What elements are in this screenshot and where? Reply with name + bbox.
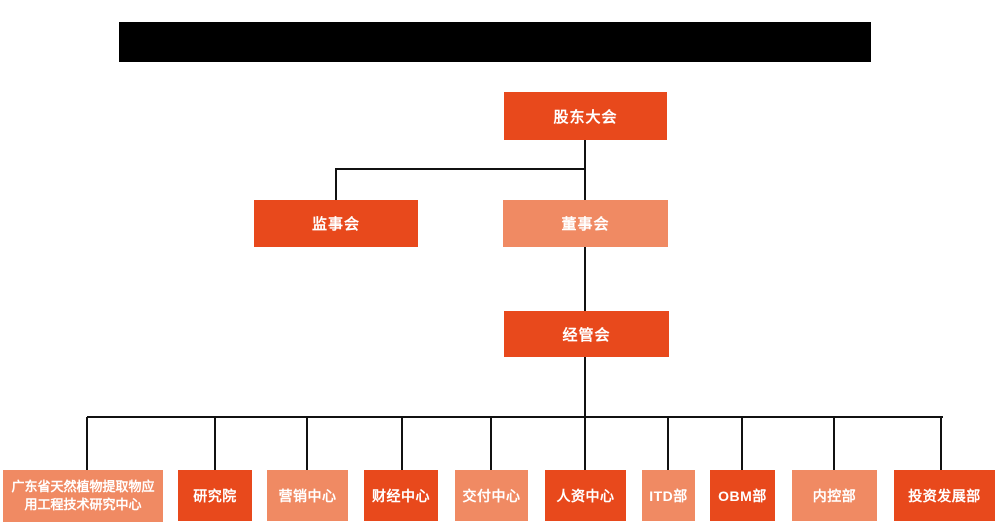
org-node-label: 财经中心 [372, 487, 430, 504]
connector-management-to-bus [584, 357, 586, 417]
org-node-label: 投资发展部 [908, 487, 981, 504]
connector-drop-dept-3 [306, 417, 308, 470]
org-node-obm-department: OBM部 [710, 470, 775, 521]
connector-drop-dept-2 [214, 417, 216, 470]
redacted-title-bar [119, 22, 871, 62]
org-node-finance-center: 财经中心 [364, 470, 438, 521]
connector-drop-supervisory [335, 168, 337, 200]
org-node-shareholders-meeting: 股东大会 [504, 92, 667, 140]
org-node-internal-control-department: 内控部 [792, 470, 877, 521]
org-node-label: OBM部 [718, 487, 767, 504]
org-node-label: 营销中心 [278, 487, 337, 504]
org-node-label: 监事会 [311, 216, 360, 233]
connector-departments-bus [87, 416, 943, 418]
connector-drop-dept-10 [940, 417, 942, 470]
connector-root-to-board [584, 140, 586, 200]
connector-drop-dept-6 [584, 417, 586, 470]
org-node-research-institute: 研究院 [178, 470, 252, 521]
connector-drop-dept-9 [833, 417, 835, 470]
org-node-label: 人资中心 [556, 487, 615, 504]
org-node-board-of-directors: 董事会 [503, 200, 668, 247]
org-node-label: 广东省天然植物提取物应用工程技术研究中心 [11, 479, 155, 512]
connector-drop-dept-8 [741, 417, 743, 470]
connector-drop-dept-1 [86, 417, 88, 470]
org-node-itd-department: ITD部 [642, 470, 695, 521]
connector-drop-dept-7 [667, 417, 669, 470]
connector-drop-dept-4 [401, 417, 403, 470]
org-node-label: 董事会 [561, 216, 610, 233]
org-node-hr-center: 人资中心 [545, 470, 626, 521]
org-node-label: 内控部 [812, 487, 857, 504]
org-node-investment-development-department: 投资发展部 [894, 470, 995, 521]
org-node-supervisory-board: 监事会 [254, 200, 418, 247]
org-node-guangdong-research-center: 广东省天然植物提取物应用工程技术研究中心 [3, 470, 163, 522]
org-node-marketing-center: 营销中心 [267, 470, 348, 521]
org-node-label: ITD部 [649, 487, 688, 504]
org-node-management-committee: 经管会 [504, 311, 669, 357]
org-node-delivery-center: 交付中心 [455, 470, 528, 521]
connector-split-horizontal [336, 168, 586, 170]
org-node-label: 经管会 [562, 326, 611, 344]
connector-drop-dept-5 [490, 417, 492, 470]
org-node-label: 研究院 [193, 487, 237, 504]
connector-board-to-management [584, 247, 586, 311]
org-node-label: 股东大会 [553, 108, 618, 126]
org-node-label: 交付中心 [462, 487, 521, 504]
